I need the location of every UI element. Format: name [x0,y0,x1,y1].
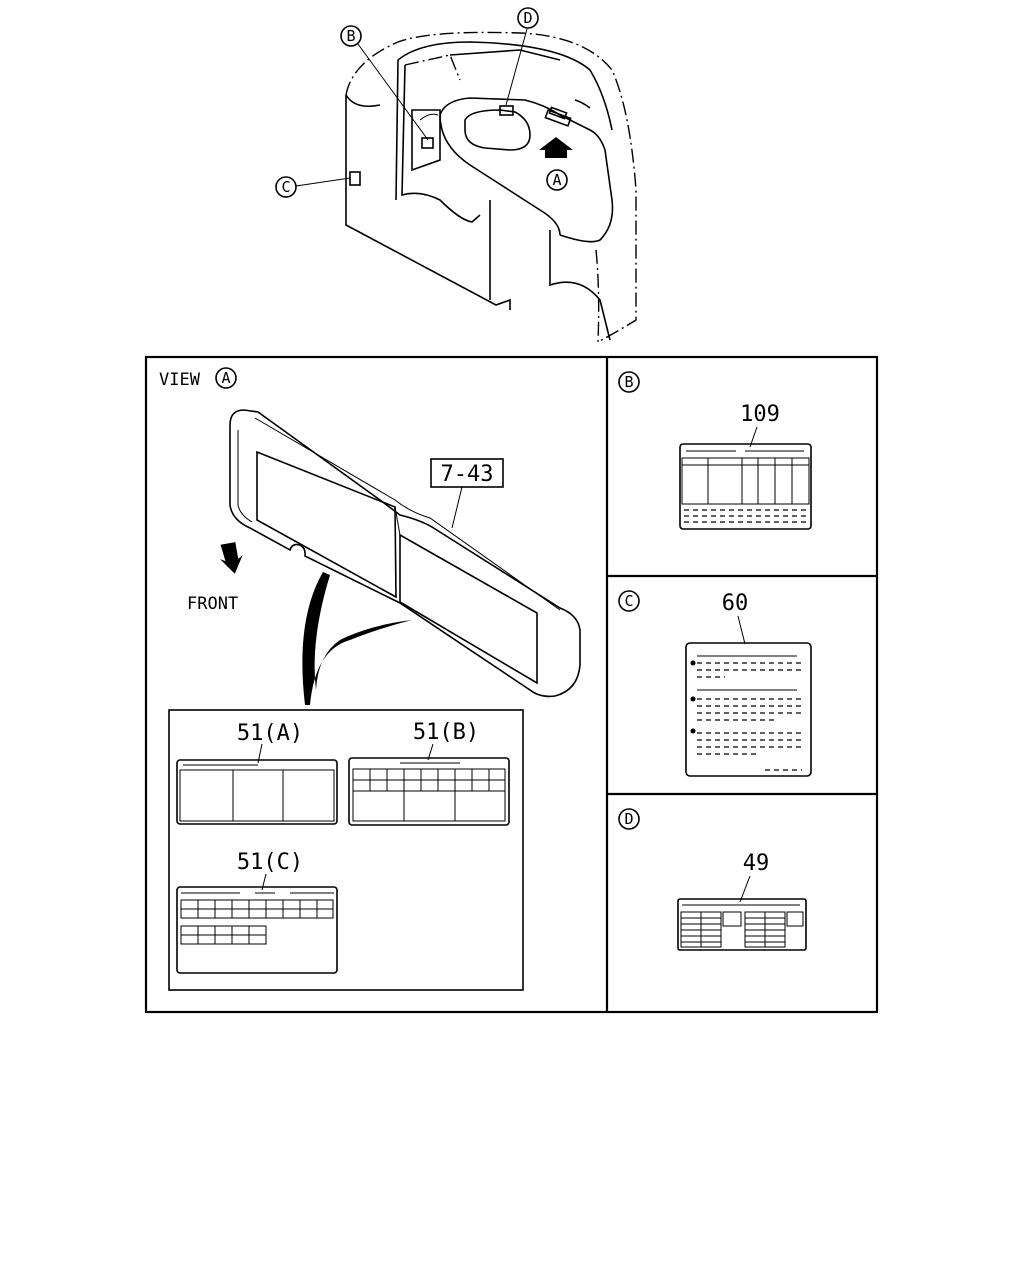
svg-text:C: C [281,178,290,196]
view-a-panel: VIEW A 7-43 FRONT 51(A) [159,367,581,991]
part-ref-box [430,458,504,488]
svg-text:C: C [624,592,633,610]
front-arrow-icon [220,542,243,574]
panel-b: B 109 [618,371,812,530]
view-a-title-callout: A [215,367,237,389]
panel-c: C 60 [618,590,812,777]
part-51c: 51(C) [237,850,303,875]
view-arrow-icon [539,137,573,158]
svg-text:B: B [624,373,633,391]
label-b-location [421,137,434,149]
panel-b-callout: B [618,371,640,393]
labels-box [168,709,524,991]
lamp-label-49 [677,898,807,951]
view-a-title: VIEW [159,370,201,390]
svg-text:A: A [221,369,230,387]
callout-d-top: D [517,7,539,29]
callout-c-top: C [275,176,297,198]
part-51a: 51(A) [237,721,303,746]
label-51a [176,759,338,825]
visor-window-right [399,533,538,685]
label-51c [176,886,338,974]
svg-text:D: D [624,810,633,828]
part-109: 109 [740,402,780,427]
cab-illustration [345,31,637,343]
panel-c-callout: C [618,590,640,612]
label-51b [348,757,510,826]
visor-window-left [256,450,397,599]
front-label: FRONT [187,594,238,614]
svg-text:B: B [346,27,355,45]
svg-text:A: A [552,171,561,189]
label-d-location [499,105,514,116]
panel-d-callout: D [618,808,640,830]
label-c-location [349,171,361,186]
part-ref-7-43: 7-43 [441,462,494,487]
detail-frame [144,355,879,1014]
panel-d: D 49 [618,808,807,951]
callout-a-top: A [546,169,568,191]
part-51b: 51(B) [413,720,479,745]
part-49: 49 [743,851,770,876]
svg-text:D: D [523,9,532,27]
part-60: 60 [722,591,749,616]
tyre-placard-label [679,443,812,530]
callout-b-top: B [340,25,362,47]
precautions-label [685,642,812,777]
